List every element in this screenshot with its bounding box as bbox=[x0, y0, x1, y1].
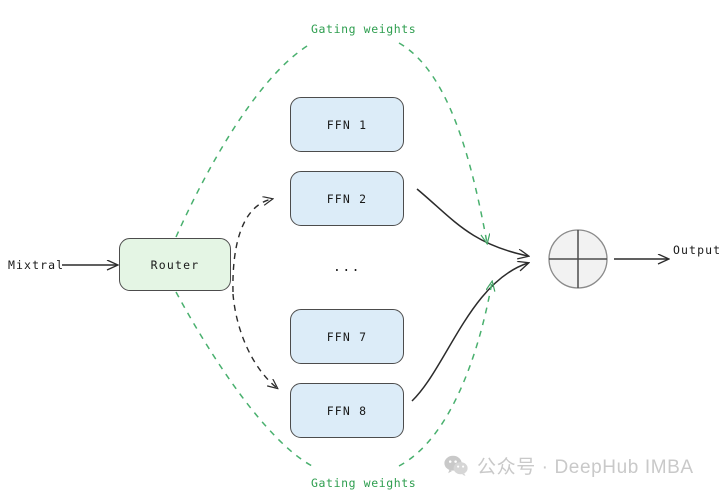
experts-ellipsis: ... bbox=[333, 260, 361, 275]
expert-label: FFN 8 bbox=[326, 403, 368, 418]
weighted-sum-node bbox=[548, 229, 608, 289]
watermark-text: 公众号 · DeepHub IMBA bbox=[477, 457, 694, 478]
expert-label: FFN 1 bbox=[326, 117, 368, 132]
expert-label: FFN 7 bbox=[326, 329, 368, 344]
edge-gating-bottom-left bbox=[175, 291, 313, 467]
edge-ffn2-to-sum bbox=[416, 188, 528, 256]
expert-node-ffn-8[interactable]: FFN 8 bbox=[290, 383, 404, 438]
wechat-icon bbox=[444, 455, 468, 476]
expert-node-ffn-2[interactable]: FFN 2 bbox=[290, 171, 404, 226]
edge-router-to-ffn2 bbox=[232, 199, 272, 293]
input-label: Mixtral bbox=[8, 258, 65, 272]
edge-ffn8-to-sum bbox=[411, 263, 528, 402]
edge-router-to-ffn8 bbox=[232, 293, 277, 388]
gating-weights-label-top: Gating weights bbox=[311, 22, 417, 36]
gating-weights-label-bottom: Gating weights bbox=[311, 476, 417, 490]
expert-label: FFN 2 bbox=[326, 191, 368, 206]
output-label: Output bbox=[673, 243, 720, 257]
watermark: 公众号 · DeepHub IMBA bbox=[444, 452, 694, 479]
router-label: Router bbox=[150, 257, 200, 272]
edge-gating-top-left bbox=[175, 42, 313, 238]
expert-node-ffn-1[interactable]: FFN 1 bbox=[290, 97, 404, 152]
expert-node-ffn-7[interactable]: FFN 7 bbox=[290, 309, 404, 364]
edge-gating-bottom-right bbox=[398, 282, 492, 467]
router-node[interactable]: Router bbox=[119, 238, 231, 291]
edge-gating-top-right bbox=[398, 42, 487, 243]
